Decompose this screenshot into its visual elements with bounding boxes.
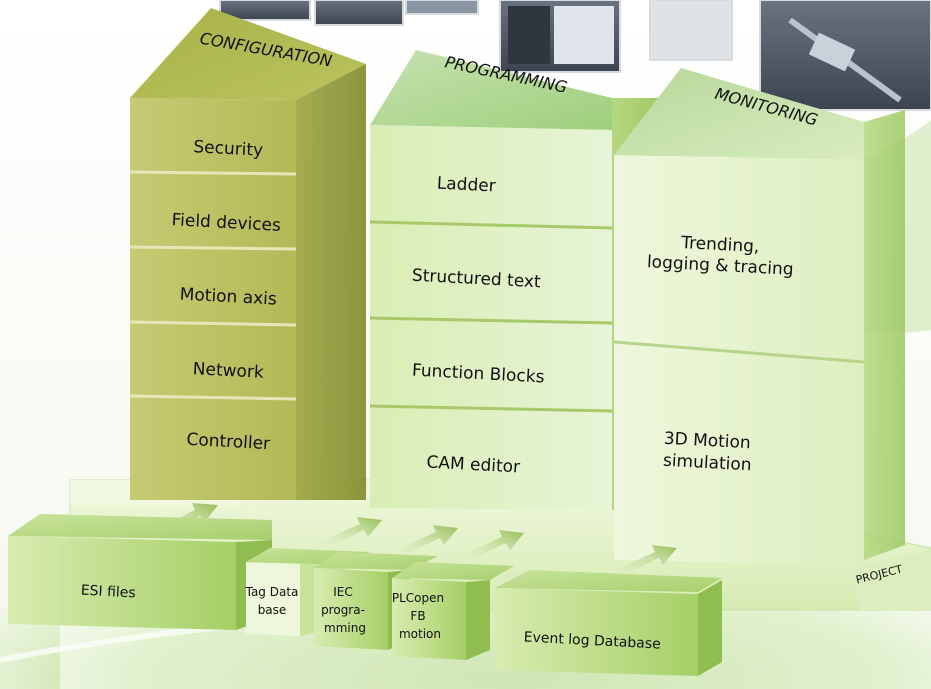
prog-item-cam-editor: CAM editor	[426, 453, 521, 478]
mon-item-trending-line1: Trending,	[680, 233, 760, 257]
mon-item-3d-line2: simulation	[662, 451, 752, 476]
screenshot-thumbnails	[219, 0, 931, 111]
config-item-network: Network	[192, 359, 264, 383]
esi-files-label: ESI files	[80, 583, 136, 602]
arrow-plc	[462, 530, 524, 561]
iec-label-line2: progra-	[321, 603, 365, 617]
configuration-column: CONFIGURATION Security Field devices Mot…	[129, 8, 366, 500]
tag-label-line1: Tag Data	[245, 585, 299, 599]
tag-label-line2: base	[258, 603, 287, 617]
plcopen-label-line3: motion	[399, 627, 441, 641]
iec-label-line1: IEC	[333, 585, 353, 599]
plcopen-label-line1: PLCopen	[392, 591, 444, 605]
arrow-tag	[320, 517, 382, 548]
config-item-security: Security	[193, 137, 264, 161]
source-event-log-database: Event log Database	[495, 570, 722, 676]
iec-label-line3: mming	[324, 621, 366, 635]
arrow-iec	[396, 525, 458, 556]
plcopen-label-line2: FB	[410, 609, 425, 623]
mon-item-3d-line1: 3D Motion	[663, 429, 751, 454]
monitoring-column: MONITORING Trending, logging & tracing 3…	[613, 68, 905, 565]
event-log-label: Event log Database	[523, 629, 661, 652]
prog-item-ladder: Ladder	[436, 173, 496, 196]
config-item-controller: Controller	[186, 430, 271, 454]
source-esi-files: ESI files	[8, 514, 272, 630]
source-plcopen-fb-motion: PLCopen FB motion	[392, 562, 514, 660]
arrow-eventlog	[615, 545, 677, 576]
